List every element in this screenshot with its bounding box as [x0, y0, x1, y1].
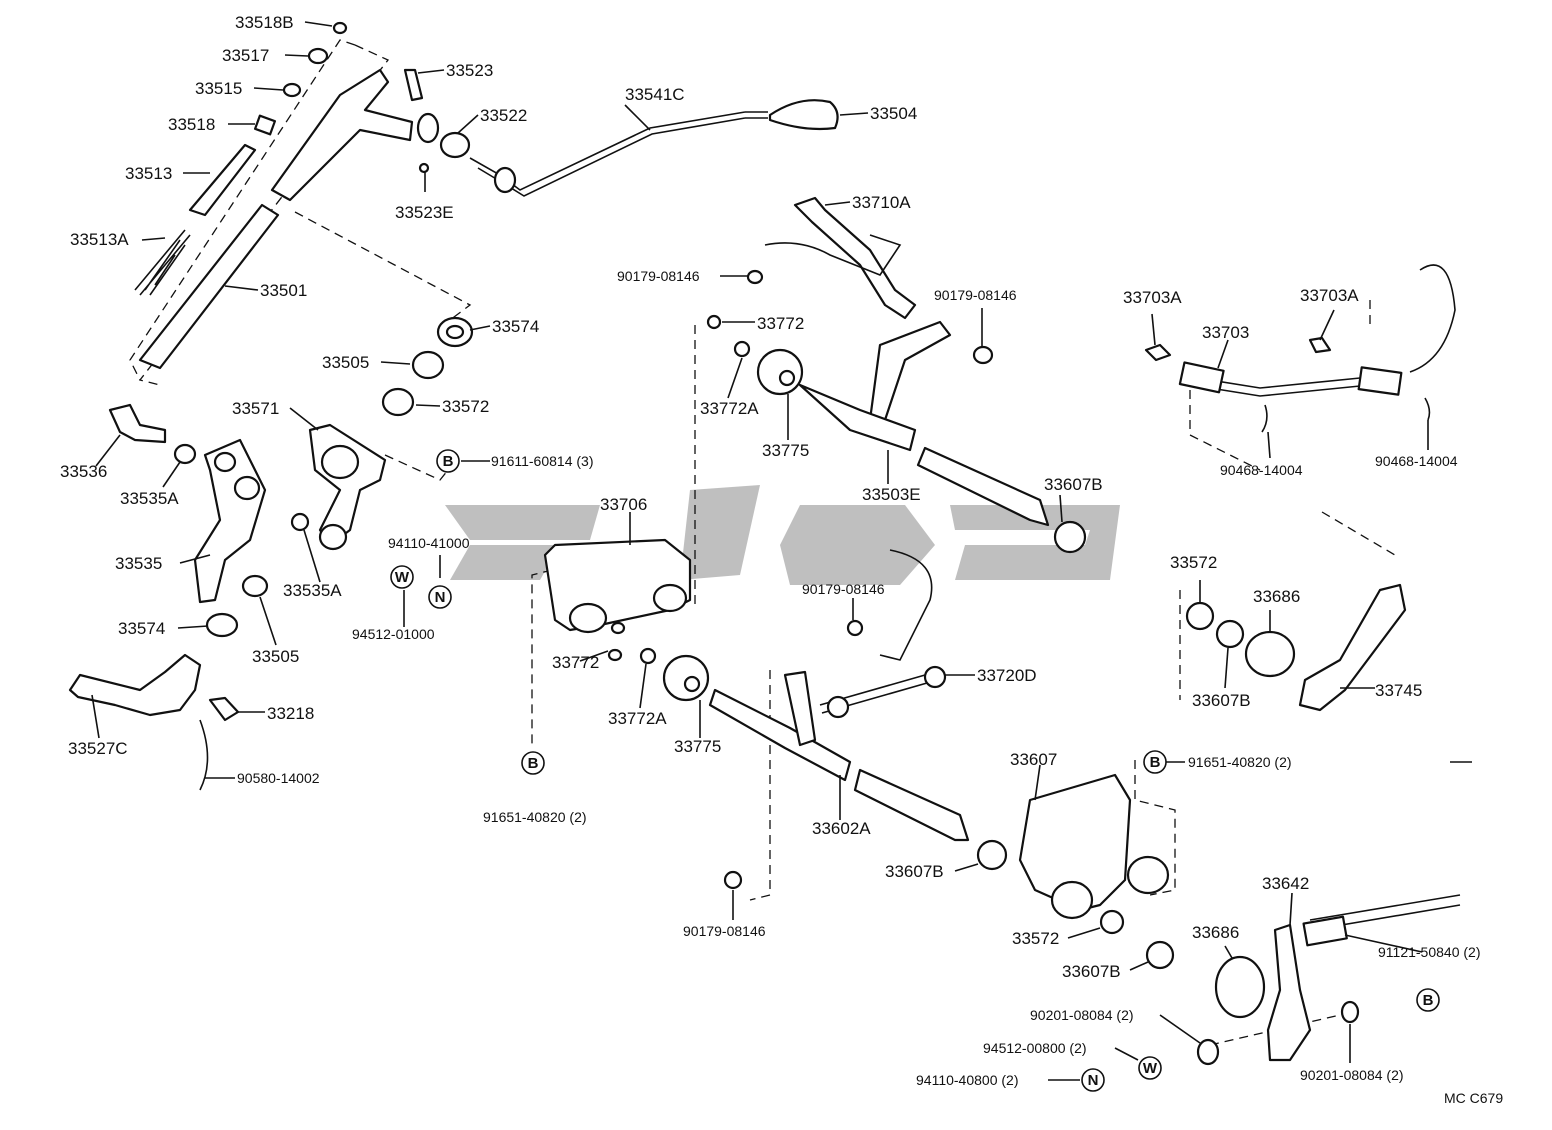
part-label: 94110-41000	[388, 535, 470, 551]
part-label: 90179-08146	[934, 287, 1017, 303]
part-label: 94512-01000	[352, 626, 435, 642]
svg-text:B: B	[1423, 992, 1434, 1009]
part-label: 90201-08084 (2)	[1300, 1067, 1404, 1083]
svg-text:B: B	[443, 453, 454, 470]
part-label: 33607B	[885, 862, 944, 881]
part-label: 33607B	[1044, 475, 1103, 494]
part-label: 33772A	[700, 399, 759, 418]
part-label: 33775	[762, 441, 809, 460]
part-label: 33607	[1010, 750, 1057, 769]
part-label: 33527C	[68, 739, 128, 758]
part-labels: 33518B 33517 33515 33518 33513 33513A 33…	[60, 13, 1503, 1106]
svg-text:W: W	[395, 569, 410, 586]
part-label: 33642	[1262, 874, 1309, 893]
part-label: 33535A	[283, 581, 342, 600]
part-label: 90179-08146	[683, 923, 766, 939]
part-label: 33218	[267, 704, 314, 723]
part-label: 94512-00800 (2)	[983, 1040, 1087, 1056]
watermark-logo	[445, 485, 1120, 585]
symbol-n-marker: N	[1081, 1068, 1105, 1092]
part-label: 33505	[252, 647, 299, 666]
part-label: 33523E	[395, 203, 454, 222]
part-label: 90468-14004	[1375, 453, 1458, 469]
part-label: 91651-40820 (2)	[1188, 754, 1292, 770]
part-label: 33572	[1170, 553, 1217, 572]
part-label: 33536	[60, 462, 107, 481]
part-label: 33772	[552, 653, 599, 672]
part-label: 33518B	[235, 13, 294, 32]
symbol-b-marker: B	[1143, 750, 1167, 774]
dashed-group-lines	[129, 39, 1396, 1046]
part-label: 33501	[260, 281, 307, 300]
part-label: 33775	[674, 737, 721, 756]
part-label: 33535A	[120, 489, 179, 508]
part-label: 90179-08146	[617, 268, 700, 284]
part-label: 33772A	[608, 709, 667, 728]
part-label: 91651-40820 (2)	[483, 809, 587, 825]
part-label: 90179-08146	[802, 581, 885, 597]
part-label: 33513A	[70, 230, 129, 249]
part-label: 33710A	[852, 193, 911, 212]
part-label: 90468-14004	[1220, 462, 1303, 478]
part-label: 33703A	[1300, 286, 1359, 305]
part-label: 33602A	[812, 819, 871, 838]
part-label: 33505	[322, 353, 369, 372]
part-label: 33541C	[625, 85, 685, 104]
part-label: 90580-14002	[237, 770, 320, 786]
part-label: 91611-60814 (3)	[491, 453, 593, 469]
symbol-b-marker: B	[1416, 988, 1440, 1012]
circled-symbols: B N W B B B W N	[390, 449, 1440, 1092]
svg-text:N: N	[1088, 1072, 1099, 1089]
part-label: 33574	[118, 619, 165, 638]
part-label: 33517	[222, 46, 269, 65]
part-label: 90201-08084 (2)	[1030, 1007, 1134, 1023]
svg-text:B: B	[528, 755, 539, 772]
part-label: 33745	[1375, 681, 1422, 700]
part-label: 33518	[168, 115, 215, 134]
part-label: 33535	[115, 554, 162, 573]
diagram-code: MC C679	[1444, 1090, 1503, 1106]
part-label: 33523	[446, 61, 493, 80]
part-label: 33686	[1192, 923, 1239, 942]
symbol-w-marker: W	[1138, 1056, 1162, 1080]
svg-text:W: W	[1143, 1060, 1158, 1077]
part-shapes	[68, 21, 1461, 1066]
part-label: 33515	[195, 79, 242, 98]
part-label: 33571	[232, 399, 279, 418]
part-label: 33706	[600, 495, 647, 514]
part-label: 91121-50840 (2)	[1378, 944, 1480, 960]
part-label: 33703A	[1123, 288, 1182, 307]
symbol-b-marker: B	[436, 449, 460, 473]
symbol-b-marker: B	[521, 751, 545, 775]
part-label: 33772	[757, 314, 804, 333]
svg-text:B: B	[1150, 754, 1161, 771]
part-label: 33703	[1202, 323, 1249, 342]
part-label: 33572	[1012, 929, 1059, 948]
part-label: 33522	[480, 106, 527, 125]
part-label: 33720D	[977, 666, 1037, 685]
part-label: 33572	[442, 397, 489, 416]
part-label: 33607B	[1062, 962, 1121, 981]
part-label: 33503E	[862, 485, 921, 504]
part-label: 94110-40800 (2)	[916, 1072, 1018, 1088]
part-label: 33686	[1253, 587, 1300, 606]
part-label: 33607B	[1192, 691, 1251, 710]
symbol-n-marker: N	[428, 585, 452, 609]
leader-lines	[91, 21, 1472, 1081]
part-label: 33513	[125, 164, 172, 183]
part-label: 33574	[492, 317, 539, 336]
symbol-w-marker: W	[390, 565, 414, 589]
part-label: 33504	[870, 104, 917, 123]
svg-text:N: N	[435, 589, 446, 606]
